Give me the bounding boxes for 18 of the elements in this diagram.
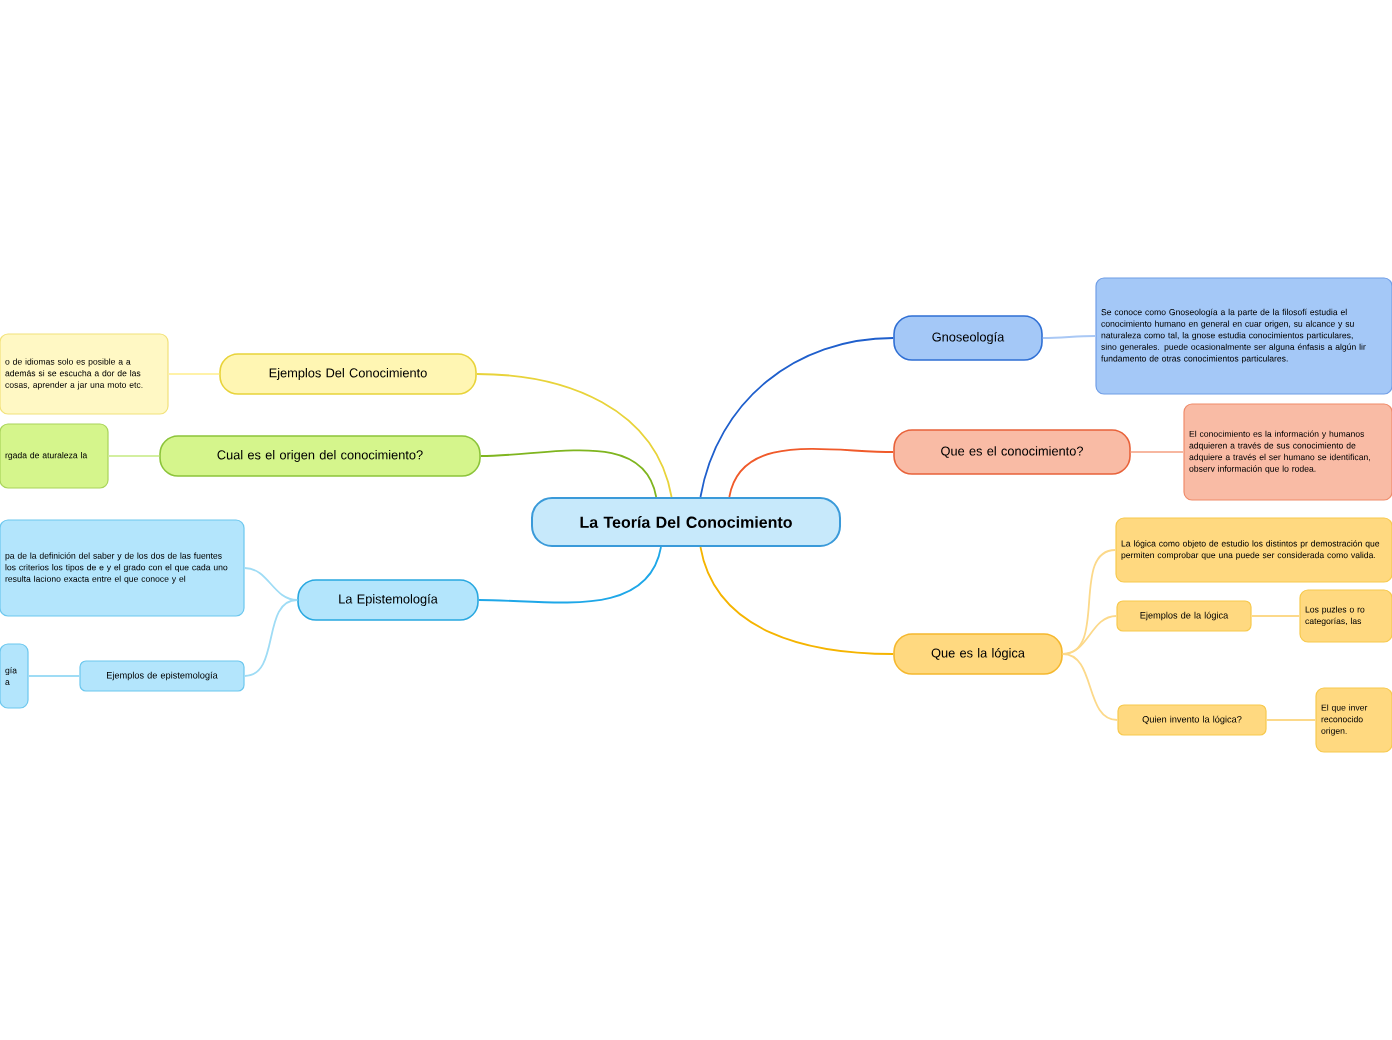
connector	[1265, 719, 1317, 721]
connector	[475, 373, 673, 498]
connector	[1250, 615, 1301, 617]
connector	[1061, 615, 1118, 655]
central-topic: La Teoría Del Conocimiento	[531, 497, 841, 547]
connector	[243, 567, 299, 601]
connector	[699, 546, 895, 655]
connector	[1061, 653, 1119, 721]
connector	[1041, 335, 1097, 339]
connector	[107, 455, 161, 457]
connector	[728, 448, 895, 498]
connector	[167, 373, 221, 375]
connector	[477, 546, 662, 604]
connector	[27, 675, 81, 677]
connector	[479, 449, 658, 498]
connector	[699, 337, 895, 498]
connector	[1129, 451, 1185, 453]
connector	[243, 599, 299, 677]
